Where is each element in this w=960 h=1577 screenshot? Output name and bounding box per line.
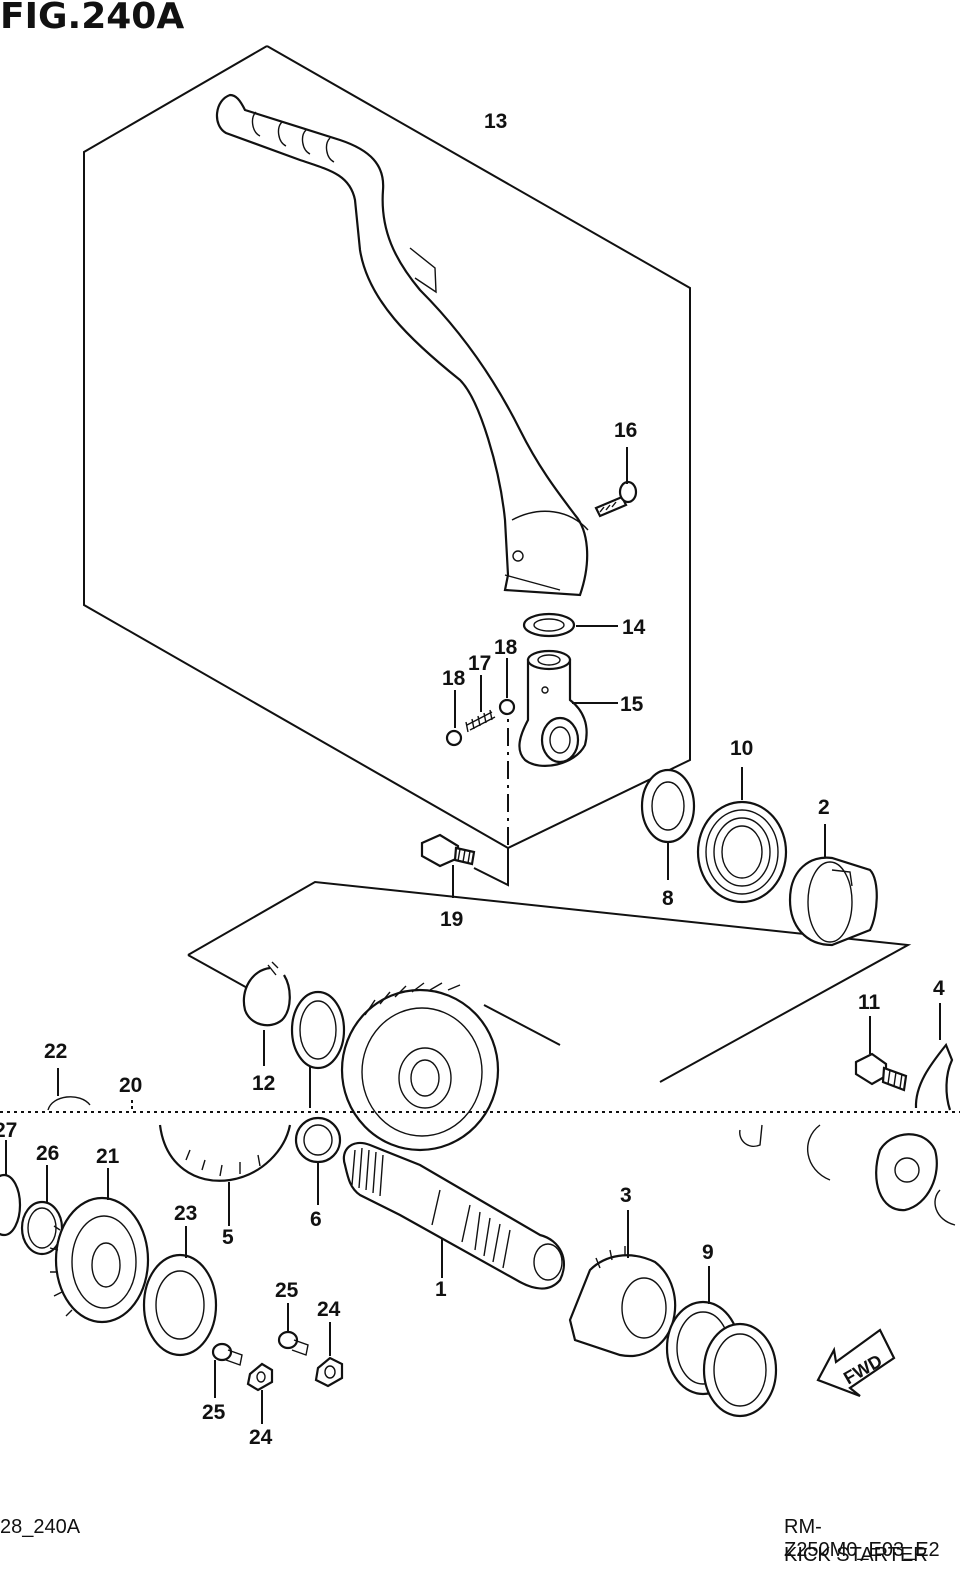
callout-25-upper: 25 — [275, 1279, 299, 1302]
bolts-24-25-part — [211, 1303, 344, 1424]
callout-4: 4 — [933, 977, 945, 1000]
clip-22-part — [47, 1068, 133, 1112]
lever-bolt-part — [594, 447, 638, 518]
callout-26: 26 — [36, 1142, 59, 1165]
callout-25-lower: 25 — [202, 1401, 226, 1424]
callout-5: 5 — [222, 1226, 234, 1249]
callout-8: 8 — [662, 887, 674, 910]
callout-18-left: 18 — [442, 667, 466, 690]
kick-shaft-1-part — [342, 1141, 565, 1290]
callout-15: 15 — [620, 693, 644, 716]
footer-section-name: KICK STARTER — [784, 1544, 928, 1566]
kick-gear-upper-part — [340, 982, 500, 1152]
callout-27: 27 — [0, 1119, 17, 1142]
callout-6: 6 — [310, 1208, 322, 1231]
callout-24-upper: 24 — [317, 1298, 341, 1321]
oil-seal-8-part — [640, 768, 696, 880]
callout-19: 19 — [440, 908, 463, 931]
spring-guide-2-part — [788, 824, 878, 947]
footer-model-code: RM-Z250M0_E03_E2 — [784, 1516, 940, 1561]
washers-26-27-part — [0, 1140, 64, 1256]
callout-13: 13 — [484, 110, 507, 133]
footer-figure-code: 28_240A — [0, 1516, 81, 1538]
spring-9-part — [665, 1266, 778, 1418]
callout-1: 1 — [435, 1278, 447, 1301]
callout-20: 20 — [119, 1074, 142, 1097]
washer-14-part — [522, 612, 618, 638]
callout-14: 14 — [622, 616, 646, 639]
kick-gear-lower-part — [158, 1116, 342, 1226]
callout-16: 16 — [614, 419, 637, 442]
callout-10: 10 — [730, 737, 753, 760]
plate-23-part — [142, 1226, 218, 1357]
callout-18-right: 18 — [494, 636, 518, 659]
callout-21: 21 — [96, 1145, 120, 1168]
callout-17: 17 — [468, 652, 491, 675]
return-spring-10-part — [696, 767, 788, 904]
callout-3: 3 — [620, 1184, 632, 1207]
gear-21-part — [49, 1168, 150, 1324]
lever-assembly-panel — [83, 45, 691, 887]
spring-and-balls-part — [445, 658, 516, 747]
bolt-11-part — [854, 1016, 908, 1092]
forward-arrow-icon: FWD — [816, 1328, 896, 1398]
callout-11: 11 — [858, 991, 881, 1014]
callout-24-lower: 24 — [249, 1426, 273, 1449]
flange-bolt-19-part — [420, 833, 476, 898]
callout-12: 12 — [252, 1072, 275, 1095]
callout-2: 2 — [818, 796, 830, 819]
kick-boss-part — [518, 649, 618, 767]
callout-9: 9 — [702, 1241, 714, 1264]
plate-4-part — [739, 1003, 956, 1226]
washer-6-upper-part — [290, 990, 346, 1108]
kick-lever-part — [216, 93, 589, 597]
ratchet-3-part — [568, 1210, 677, 1358]
figure-title: FIG.240A — [0, 0, 185, 37]
circlip-12-part — [242, 961, 291, 1066]
callout-22: 22 — [44, 1040, 67, 1063]
callout-23: 23 — [174, 1202, 197, 1225]
callout-labels: 13 16 14 18 17 18 15 10 2 8 19 4 11 22 1… — [0, 110, 945, 1449]
